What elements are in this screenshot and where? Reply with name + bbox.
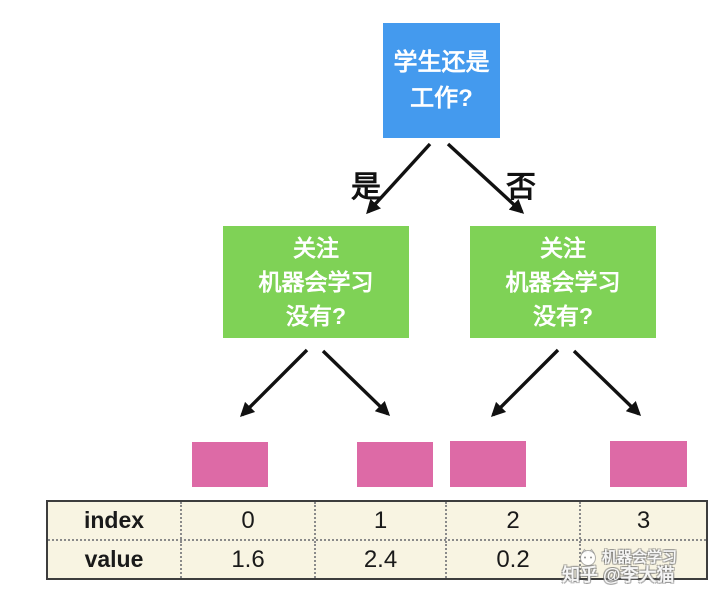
value-row-header: value (48, 541, 182, 578)
index-row-header: index (48, 502, 182, 539)
edge-label-no: 否 (506, 171, 536, 204)
internal-node-right: 关注 机器会学习 没有? (470, 226, 656, 338)
watermark-brand-line: 机器会学习 (578, 546, 677, 567)
watermark-brand-text: 机器会学习 (602, 549, 678, 566)
internal-node-left: 关注 机器会学习 没有? (223, 226, 409, 338)
index-cell-2: 2 (447, 502, 581, 539)
index-value-table: index 0 1 2 3 value 1.6 2.4 0.2 (46, 500, 708, 580)
watermark-credit-line: 知乎 @李大猫 (562, 565, 675, 585)
value-cell-0: 1.6 (182, 541, 316, 578)
leaf-node-1 (357, 442, 433, 487)
index-cell-1: 1 (316, 502, 447, 539)
edge-left-leaf1 (321, 349, 391, 416)
root-node: 学生还是 工作? (383, 23, 500, 138)
table-row-index: index 0 1 2 3 (48, 502, 706, 541)
leaf-node-2 (450, 441, 526, 487)
edge-right-leaf3 (572, 349, 642, 416)
table-row-value: value 1.6 2.4 0.2 (48, 541, 706, 578)
edge-right-leaf2 (490, 348, 560, 418)
index-cell-3: 3 (636, 506, 651, 534)
edge-label-yes: 是 (351, 171, 381, 204)
cat-logo-icon (578, 547, 598, 567)
leaf-node-3 (610, 441, 687, 487)
index-cell-0: 0 (182, 502, 316, 539)
edge-left-leaf0 (239, 348, 309, 418)
value-cell-2: 0.2 (447, 541, 581, 578)
leaf-node-0 (192, 442, 268, 487)
value-cell-1: 2.4 (316, 541, 447, 578)
